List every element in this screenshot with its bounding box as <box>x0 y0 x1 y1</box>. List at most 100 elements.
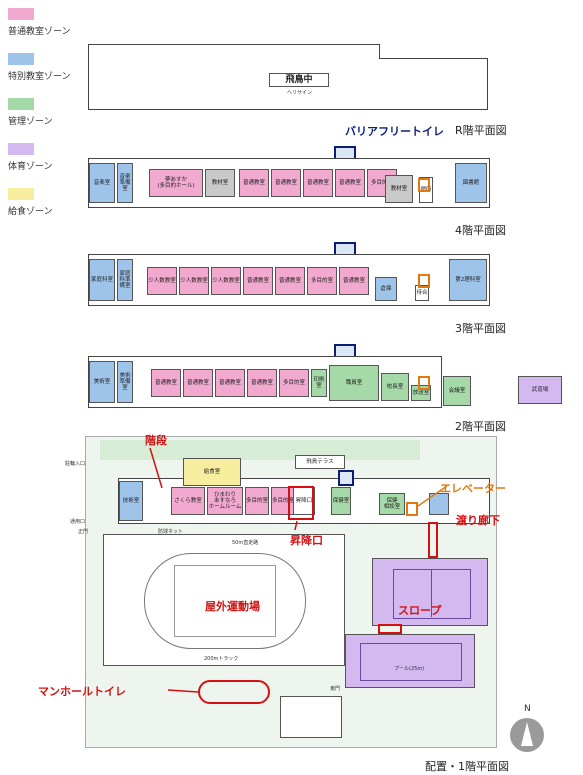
roof-upper-outline <box>88 44 380 59</box>
roof-sign: 飛鳥中 <box>269 73 329 87</box>
north-arrow-pointer <box>521 722 533 746</box>
principal-room: 校長室 <box>381 373 409 401</box>
legend-swatch <box>8 8 34 20</box>
heliport-label: ヘリサイン <box>287 90 313 96</box>
legend-swatch <box>8 53 34 65</box>
small-group-room-2: 少人数教室 <box>179 267 209 295</box>
floor4-plan: 音楽室 音楽準備室 夢あすか (多目的ホール) 教材室 普通教室 普通教室 普通… <box>88 158 490 208</box>
meeting-room: 会議室 <box>443 376 471 406</box>
north-label: N <box>524 704 531 714</box>
elevator-marker-2f <box>418 376 430 390</box>
pool-building: プール(25m) <box>345 634 475 688</box>
cooking-room: 給食室 <box>183 458 241 486</box>
legend-label: 普通教室ゾーン <box>8 27 71 37</box>
corridor-highlight <box>428 522 438 558</box>
classroom-4-2: 普通教室 <box>271 169 301 197</box>
library: 図書館 <box>455 163 487 203</box>
legend-swatch <box>8 98 34 110</box>
multipurpose-room-1b: 多目的室 <box>271 487 295 515</box>
health-consult-room: 保健 相談室 <box>379 493 405 515</box>
print-room: 印刷室 <box>311 369 327 397</box>
legend-swatch <box>8 188 34 200</box>
manhole-leader <box>167 689 199 693</box>
classroom-2-4: 普通教室 <box>247 369 277 397</box>
gym-center-line <box>431 569 432 617</box>
classroom-4-3: 普通教室 <box>303 169 333 197</box>
bicycle-entrance-label: 駐輪入口 <box>65 461 86 467</box>
outdoor-field: 200mトラック <box>103 534 345 666</box>
classroom-2-1: 普通教室 <box>151 369 181 397</box>
east-gate-label: 東門 <box>330 686 341 692</box>
technology-room: 技術室 <box>119 481 143 521</box>
legend-lunch: 給食ゾーン <box>8 188 72 217</box>
material-room: 教材室 <box>205 169 235 197</box>
classroom-2-3: 普通教室 <box>215 369 245 397</box>
staff-room: 職員室 <box>329 365 379 401</box>
floor1-plan: 技術室 さくら教室 ひまわり あすなろ ホームルーム 多目的室 多目的室 昇降口… <box>118 478 490 524</box>
home-economics-room: 家庭科室 <box>89 259 115 301</box>
floor4-title: 4階平面図 <box>455 224 506 237</box>
elevator-marker-3f <box>418 274 430 288</box>
material-room-2: 教材室 <box>385 175 413 203</box>
art-room: 美術室 <box>89 361 115 403</box>
classroom-4-1: 普通教室 <box>239 169 269 197</box>
roof-plan: 飛鳥中 ヘリサイン <box>88 58 488 110</box>
corridor-callout: 渡り廊下 <box>456 514 500 527</box>
slope-highlight <box>378 624 402 634</box>
elevator-leader <box>417 485 448 507</box>
yume-hall: 夢あすか (多目的ホール) <box>149 169 203 197</box>
storage-room: 倉庫 <box>375 277 397 301</box>
small-group-room-3: 少人数教室 <box>211 267 241 295</box>
north-arrow-icon <box>510 718 544 752</box>
legend-admin: 管理ゾーン <box>8 98 72 127</box>
elevator-callout: エレベーター <box>440 482 506 495</box>
legend-label: 体育ゾーン <box>8 162 53 172</box>
classroom-3-1: 普通教室 <box>243 267 273 295</box>
classroom-3-3: 普通教室 <box>339 267 369 295</box>
legend-special-classroom: 特別教室ゾーン <box>8 53 72 82</box>
pool <box>360 643 462 681</box>
multipurpose-room-2: 多目的室 <box>279 369 309 397</box>
south-annex <box>280 696 342 738</box>
music-prep-room: 音楽準備室 <box>117 163 133 203</box>
asuka-terrace: 飛鳥テラス <box>295 455 345 469</box>
straight-course-label: 50m直走路 <box>232 540 259 546</box>
service-entrance-label: 通用口 <box>70 519 86 525</box>
track-label: 200mトラック <box>204 656 239 662</box>
field-lines <box>174 565 276 637</box>
legend-swatch <box>8 143 34 155</box>
multipurpose-room-3: 多目的室 <box>307 267 337 295</box>
legend-label: 給食ゾーン <box>8 207 53 217</box>
classroom-3-2: 普通教室 <box>275 267 305 295</box>
elevator-marker-4f <box>418 178 430 192</box>
manhole-toilet-callout: マンホールトイレ <box>38 685 126 698</box>
slope-callout: スロープ <box>398 604 442 617</box>
martial-arts-hall: 武道場 <box>518 376 562 404</box>
lift-entrance-callout: 昇降口 <box>290 534 323 547</box>
waiting-room: 待合 <box>415 285 429 301</box>
floor1-title: 配置・1階平面図 <box>425 760 509 773</box>
barrier-free-callout: バリアフリートイレ <box>345 125 444 138</box>
floor2-plan: 美術室 美術準備室 普通教室 普通教室 普通教室 普通教室 多目的室 印刷室 職… <box>88 356 442 408</box>
gym-court <box>393 569 471 619</box>
nurse-room: 保健室 <box>331 487 351 515</box>
legend-label: 管理ゾーン <box>8 117 53 127</box>
elevator-marker-1f <box>406 502 418 516</box>
floor3-title: 3階平面図 <box>455 322 506 335</box>
legend-label: 特別教室ゾーン <box>8 72 71 82</box>
field-callout: 屋外運動場 <box>205 600 260 613</box>
music-room: 音楽室 <box>89 163 115 203</box>
track-oval <box>144 553 306 649</box>
sakura-room: さくら教室 <box>171 487 205 515</box>
legend-gym: 体育ゾーン <box>8 143 72 172</box>
main-gate-label: 正門 <box>78 529 89 535</box>
manhole-toilet-highlight <box>198 680 270 704</box>
classroom-4-4: 普通教室 <box>335 169 365 197</box>
legend-regular-classroom: 普通教室ゾーン <box>8 8 72 37</box>
himawari-homeroom: ひまわり あすなろ ホームルーム <box>207 487 243 515</box>
lift-leader <box>294 520 298 531</box>
classroom-2-2: 普通教室 <box>183 369 213 397</box>
art-prep-room: 美術準備室 <box>117 361 133 403</box>
floor3-plan: 家庭科室 家庭科準備室 少人数教室 少人数教室 少人数教室 普通教室 普通教室 … <box>88 254 490 306</box>
